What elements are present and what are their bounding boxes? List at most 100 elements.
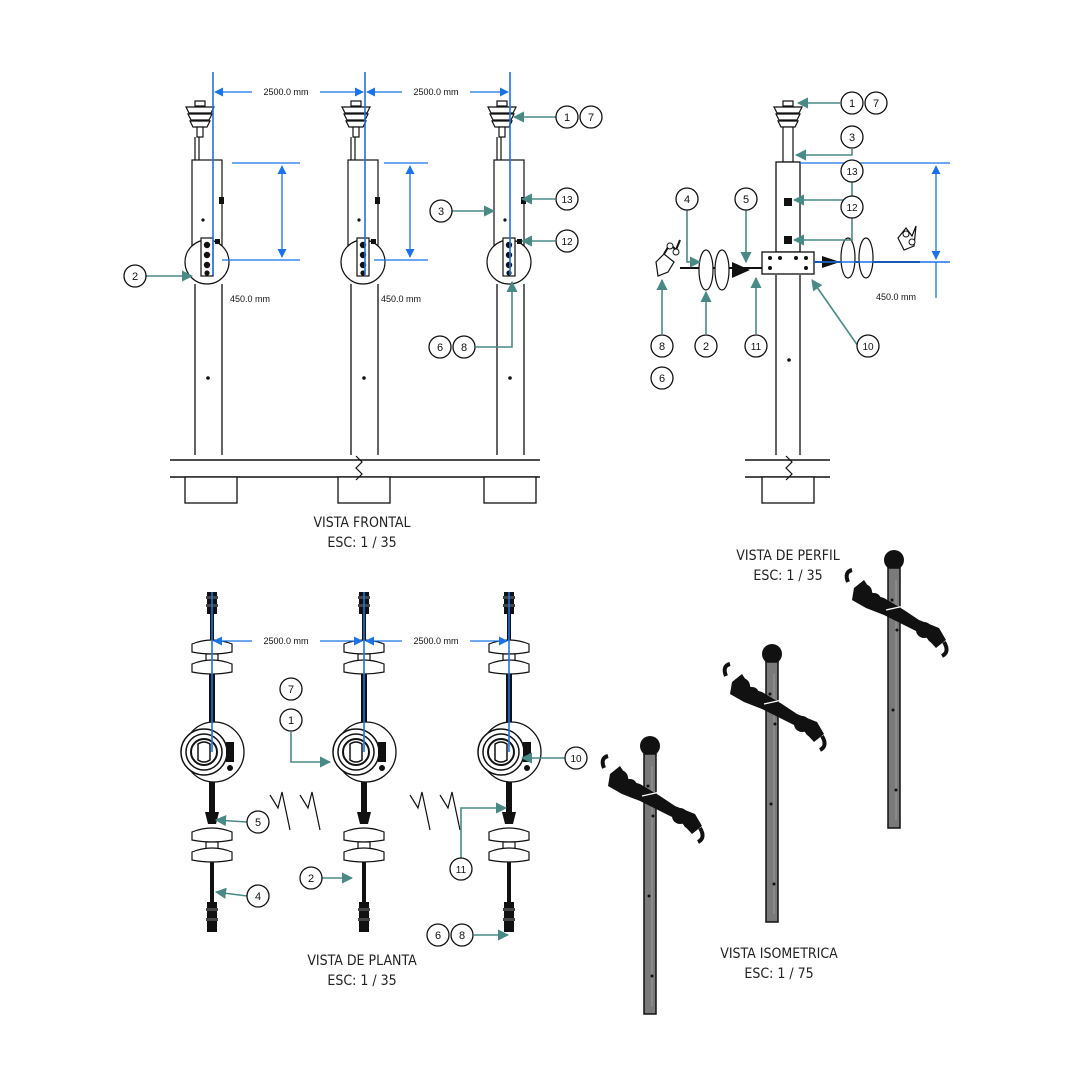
svg-text:7: 7 (873, 98, 879, 110)
caption-profile-view: VISTA DE PERFIL ESC: 1 / 35 (688, 546, 888, 586)
callout-2: 2 (299, 866, 354, 890)
svg-text:11: 11 (751, 342, 762, 353)
dimension-label-drop: 450.0 mm (381, 294, 421, 304)
iso-pole-3 (844, 548, 949, 830)
svg-text:3: 3 (438, 206, 444, 218)
svg-text:7: 7 (588, 112, 594, 124)
svg-text:12: 12 (846, 203, 858, 214)
caption-isometric-view: VISTA ISOMETRICA ESC: 1 / 75 (679, 944, 879, 984)
callout-1-7: 1 7 (796, 91, 888, 115)
break-symbol (409, 791, 431, 831)
view-title: VISTA FRONTAL (313, 515, 411, 531)
dimension-label-spacing: 2500.0 mm (413, 87, 458, 97)
callout-3: 3 (794, 125, 864, 161)
break-symbol (785, 455, 793, 481)
svg-text:8: 8 (461, 342, 467, 354)
svg-text:1: 1 (564, 112, 570, 124)
svg-text:2: 2 (132, 271, 138, 283)
callout-5: 5 (214, 810, 270, 834)
callout-8-6: 8 6 (650, 278, 674, 390)
svg-text:10: 10 (570, 754, 582, 765)
callout-12: 12 (520, 229, 579, 253)
top-insulator (773, 100, 803, 163)
svg-text:6: 6 (435, 930, 441, 942)
dimension-label-spacing: 2500.0 mm (263, 636, 308, 646)
svg-text:7: 7 (288, 684, 294, 696)
view-title: VISTA DE PLANTA (307, 953, 417, 969)
callout-6-8: 6 8 (428, 280, 518, 359)
dimension-label-spacing: 2500.0 mm (263, 87, 308, 97)
svg-text:1: 1 (849, 98, 855, 110)
view-scale: ESC: 1 / 35 (327, 973, 397, 989)
callout-10: 10 (811, 279, 880, 358)
break-symbol (269, 791, 291, 831)
callout-12: 12 (792, 195, 864, 246)
callout-13: 13 (792, 159, 864, 206)
left-insulator-string (655, 239, 762, 291)
callout-11: 11 (449, 802, 508, 881)
svg-text:13: 13 (846, 167, 858, 178)
callout-3: 3 (429, 199, 496, 223)
foundation (184, 476, 238, 504)
break-symbol (299, 791, 321, 831)
callout-13: 13 (520, 187, 579, 211)
svg-text:4: 4 (684, 194, 690, 206)
callout-10: 10 (520, 746, 588, 770)
svg-text:3: 3 (849, 132, 855, 144)
caption-front-view: VISTA FRONTAL ESC: 1 / 35 (262, 513, 462, 553)
bolt-icon (784, 236, 792, 244)
plan-view: 2500.0 mm 2500.0 mm 7 1 10 5 (180, 591, 588, 947)
pole-bolt (787, 358, 791, 362)
plan-assembly-2 (332, 591, 397, 933)
view-scale: ESC: 1 / 35 (327, 535, 397, 551)
pole-assembly-2 (340, 100, 386, 456)
dimension-label-drop: 450.0 mm (230, 294, 270, 304)
pole-assembly-1 (184, 100, 230, 456)
svg-text:5: 5 (743, 194, 749, 206)
callout-4: 4 (214, 884, 270, 908)
svg-text:6: 6 (659, 373, 665, 385)
svg-text:13: 13 (561, 195, 573, 206)
crossarm (761, 251, 815, 275)
callout-6-8: 6 8 (426, 923, 510, 947)
svg-text:1: 1 (288, 715, 294, 727)
plan-assembly-1 (180, 591, 245, 933)
dimension-label-spacing: 2500.0 mm (413, 636, 458, 646)
front-view: 2500.0 mm 2500.0 mm 450.0 mm 450.0 mm 1 … (123, 72, 603, 504)
callout-7-1: 7 1 (279, 677, 332, 768)
pole-assembly-3 (486, 100, 532, 456)
svg-text:12: 12 (561, 237, 573, 248)
profile-view: 450.0 mm 1 7 3 13 12 4 (650, 91, 950, 504)
svg-text:8: 8 (459, 930, 465, 942)
callout-1-7: 1 7 (512, 105, 603, 129)
svg-text:4: 4 (255, 891, 261, 903)
right-insulator-string (814, 225, 920, 279)
view-title: VISTA DE PERFIL (736, 548, 840, 564)
view-scale: ESC: 1 / 75 (744, 966, 814, 982)
svg-text:2: 2 (703, 341, 709, 353)
break-symbol (439, 791, 461, 831)
callout-4: 4 (675, 187, 702, 268)
break-symbol (355, 455, 363, 481)
foundation (337, 476, 391, 504)
svg-text:8: 8 (659, 341, 665, 353)
svg-text:6: 6 (437, 342, 443, 354)
callout-11: 11 (744, 276, 768, 358)
svg-text:2: 2 (308, 873, 314, 885)
foundation (761, 476, 815, 504)
bolt-icon (784, 198, 792, 206)
plan-assembly-3 (477, 591, 542, 933)
iso-pole-2 (722, 642, 827, 924)
callout-5: 5 (734, 187, 758, 264)
svg-text:5: 5 (255, 817, 261, 829)
callout-2: 2 (694, 290, 718, 358)
svg-text:10: 10 (862, 342, 874, 353)
view-scale: ESC: 1 / 35 (753, 568, 823, 584)
view-title: VISTA ISOMETRICA (720, 946, 838, 962)
foundation (483, 476, 537, 504)
caption-plan-view: VISTA DE PLANTA ESC: 1 / 35 (262, 951, 462, 991)
dimension-label-drop: 450.0 mm (876, 292, 916, 302)
svg-text:11: 11 (456, 865, 467, 876)
callout-2: 2 (123, 264, 194, 288)
